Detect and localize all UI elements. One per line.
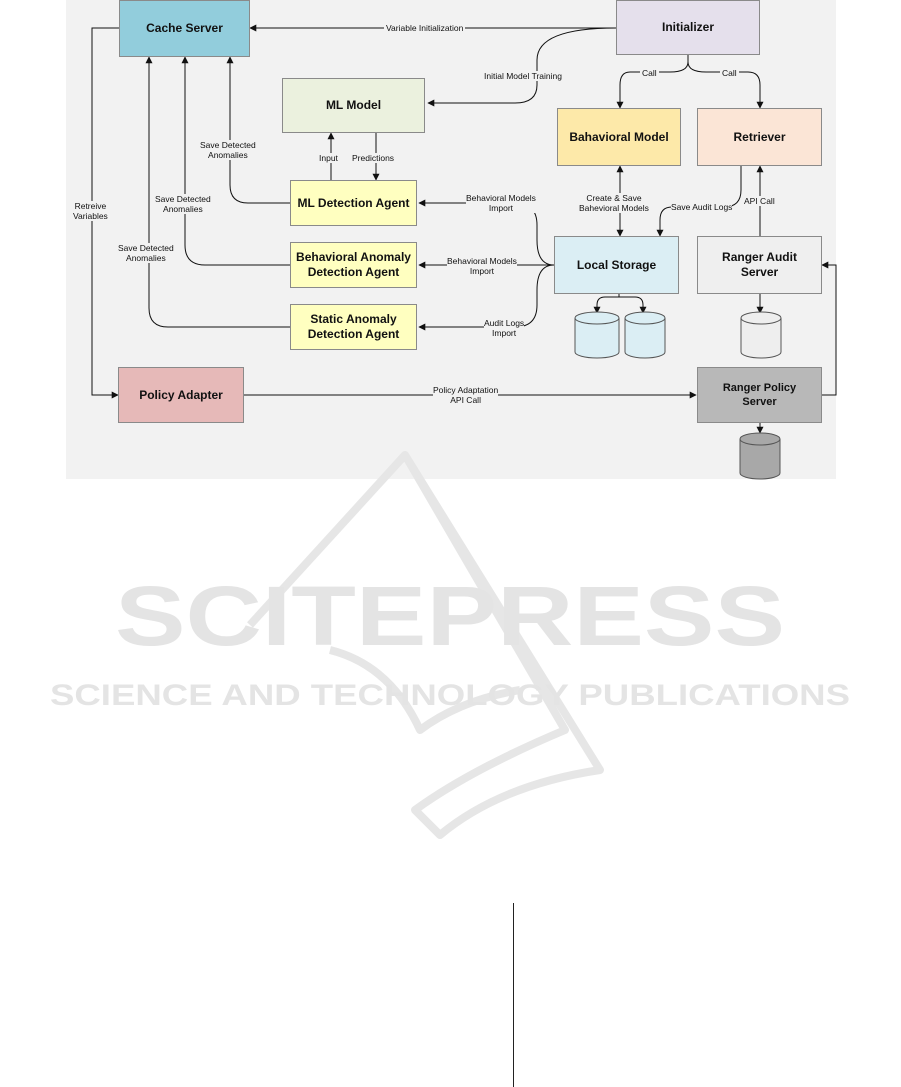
- ml-model-label: ML Model: [325, 98, 382, 112]
- static-anomaly-agent-label-1: Static Anomaly: [310, 312, 397, 326]
- ml-model-node: ML Model: [282, 78, 425, 133]
- edge-storage-db2: [618, 294, 647, 314]
- ranger-policy-server-label-1: Ranger Policy: [722, 382, 797, 394]
- behavioral-model-node: Bahavioral Model: [557, 108, 681, 166]
- behavioral-anomaly-agent-node: Behavioral Anomaly Detection Agent: [290, 242, 417, 288]
- audit-logs-import-label: Audit Logs Import: [484, 318, 525, 338]
- policy-adapter-node: Policy Adapter: [118, 367, 244, 423]
- save-anomalies-behavioral-label: Save Detected Anomalies: [155, 194, 211, 214]
- audit-db-icon: [740, 311, 782, 359]
- behavioral-models-import-ml-label: Behavioral Models Import: [466, 193, 536, 213]
- ml-detection-agent-label: ML Detection Agent: [297, 195, 410, 210]
- ranger-audit-server-label-1: Ranger Audit: [722, 250, 797, 264]
- retriever-label: Retriever: [733, 129, 786, 144]
- edge-call-behavioral: [616, 55, 689, 109]
- behavioral-model-label: Bahavioral Model: [569, 129, 669, 144]
- save-anomalies-ml-label: Save Detected Anomalies: [200, 140, 256, 160]
- save-anomalies-static-label: Save Detected Anomalies: [118, 243, 174, 263]
- static-anomaly-agent-label-2: Detection Agent: [307, 327, 400, 341]
- initializer-node: Initializer: [616, 0, 760, 55]
- predictions-label: Predictions: [352, 153, 395, 163]
- policy-db-icon: [739, 432, 781, 480]
- policy-adapter-label: Policy Adapter: [139, 387, 223, 402]
- edge-call-retriever: [687, 55, 764, 109]
- variable-initialization-label: Variable Initialization: [384, 23, 466, 33]
- local-storage-node: Local Storage: [554, 236, 679, 294]
- edge-save-anomalies-behavioral: [181, 56, 290, 266]
- ranger-policy-server-label-2: Server: [742, 396, 777, 408]
- static-anomaly-agent-node: Static Anomaly Detection Agent: [290, 304, 417, 350]
- create-save-models-label: Create & Save Bahevioral Models: [579, 193, 649, 213]
- initial-model-training-label: Initial Model Training: [484, 71, 562, 81]
- save-audit-logs-label: Save Audit Logs: [671, 202, 733, 212]
- behavioral-anomaly-agent-label-2: Detection Agent: [307, 265, 400, 279]
- edge-save-anomalies-static: [145, 56, 290, 328]
- ml-detection-agent-node: ML Detection Agent: [290, 180, 417, 226]
- storage-db-1-icon: [574, 311, 620, 359]
- storage-db-2-icon: [624, 311, 666, 359]
- edge-save-anomalies-ml: [226, 56, 290, 204]
- ranger-audit-server-label-2: Server: [740, 265, 779, 279]
- column-divider: [513, 903, 514, 1087]
- ranger-policy-server-node: Ranger Policy Server: [697, 367, 822, 423]
- local-storage-label: Local Storage: [576, 257, 657, 272]
- cache-server-label: Cache Server: [146, 21, 223, 35]
- call-left-label: Call: [640, 68, 659, 78]
- policy-adaptation-label: Policy Adaptation API Call: [433, 385, 499, 405]
- edge-initial-model-training: [427, 27, 617, 107]
- edge-save-audit-logs: [656, 166, 742, 237]
- ranger-audit-server-node: Ranger Audit Server: [697, 236, 822, 294]
- call-right-label: Call: [720, 68, 739, 78]
- retreive-variables-label: Retreive Variables: [73, 201, 108, 221]
- behavioral-anomaly-agent-label-1: Behavioral Anomaly: [296, 250, 411, 264]
- behavioral-models-import-ba-label: Behavioral Models Import: [447, 256, 517, 276]
- edge-policy-to-audit: [821, 261, 837, 396]
- edge-storage-db1: [593, 294, 620, 314]
- retriever-node: Retriever: [697, 108, 822, 166]
- initializer-label: Initializer: [661, 20, 714, 34]
- cache-server-node: Cache Server: [119, 0, 250, 57]
- api-call-label: API Call: [744, 196, 775, 206]
- input-label: Input: [319, 153, 338, 163]
